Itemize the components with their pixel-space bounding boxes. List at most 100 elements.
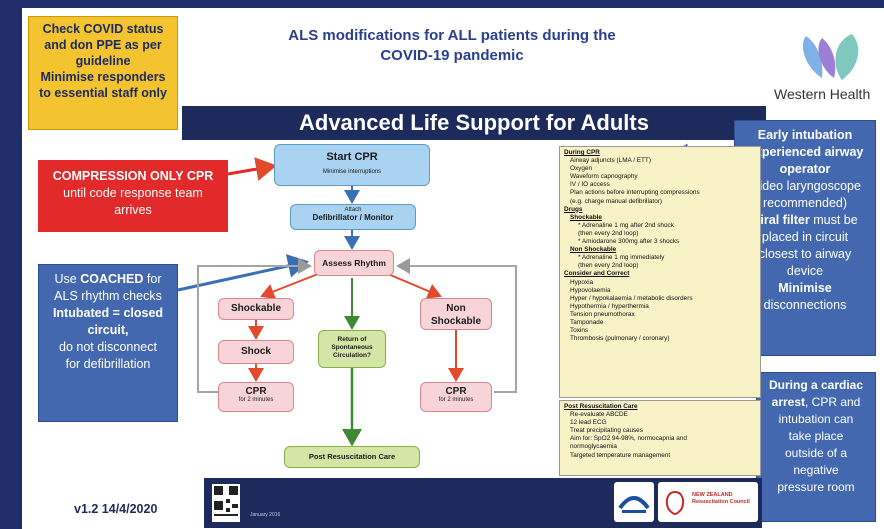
shock-box: Shock: [218, 340, 294, 364]
note-line: Viral filter must be: [741, 212, 869, 229]
text-span: Use: [54, 272, 81, 286]
list-item: Plan actions before interrupting compres…: [570, 189, 700, 197]
note-line: to essential staff only: [39, 86, 167, 100]
attach-label: Defibrillator / Monitor: [312, 213, 394, 222]
note-line: Minimise: [778, 281, 832, 295]
heart-lungs-icon: [665, 490, 685, 516]
cpr-sub: for 2 minutes: [438, 397, 474, 403]
coached-rhythm-note: Use COACHED for ALS rhythm checks Intuba…: [38, 264, 178, 422]
list-item: * Amiodarone 300mg after 3 shocks: [578, 238, 680, 246]
note-line: pressure room: [777, 480, 855, 494]
shockable-label: Shockable: [430, 316, 482, 327]
note-line: Check COVID status: [42, 22, 164, 36]
list-item: Airway adjuncts (LMA / ETT): [570, 157, 651, 165]
list-item: * Adrenaline 1 mg after 2nd shock: [578, 221, 674, 229]
arrest-text: arrest: [771, 395, 805, 409]
title-line-1: ALS modifications for ALL patients durin…: [288, 27, 616, 44]
covid-ppe-note: Check COVID status and don PPE as per gu…: [28, 16, 178, 130]
post-resus-box: Post Resuscitation Care: [284, 446, 420, 468]
note-line: arrives: [114, 203, 152, 217]
note-line: device: [786, 264, 824, 278]
western-health-logo-icon: [802, 34, 859, 80]
nzrc-text: NEW ZEALAND Resuscitation Council: [692, 492, 750, 505]
non-shockable-box: Non Shockable: [420, 298, 492, 330]
start-cpr-box: Start CPR Minimise interruptions: [274, 144, 430, 186]
negative-pressure-note: During a cardiac arrest, CPR and intubat…: [756, 372, 876, 522]
viral-filter-text: Viral filter: [752, 213, 810, 227]
note-line: until code response team: [63, 186, 203, 200]
note-line: closest to airway: [758, 247, 852, 261]
note-line: placed in circuit: [761, 230, 849, 244]
list-item: Treat precipitating causes: [570, 427, 643, 435]
start-cpr-label: Start CPR: [326, 151, 378, 163]
cpr-left-box: CPR for 2 minutes: [218, 382, 294, 412]
attach-defib-box: Attach Defibrillator / Monitor: [290, 204, 416, 230]
list-item: Thrombosis (pulmonary / coronary): [570, 335, 670, 343]
during-cpr-heading: During CPR: [564, 149, 600, 156]
cpr-sub: for 2 minutes: [238, 397, 274, 403]
list-item: Hypovolaemia: [570, 286, 611, 294]
note-line: do not disconnect: [59, 340, 157, 354]
text-span: must be: [809, 213, 858, 227]
version-label: v1.2 14/4/2020: [74, 502, 158, 516]
text-span: for: [143, 272, 162, 286]
note-line: guideline: [75, 54, 131, 68]
note-line: take place: [788, 429, 844, 443]
list-item: Waveform capnography: [570, 173, 638, 181]
list-item: (e.g. charge manual defibrillator): [570, 197, 662, 205]
note-line: recommended): [762, 196, 848, 210]
note-line: circuit,: [87, 323, 129, 337]
list-item: Hypoxia: [570, 278, 594, 286]
list-item: 12 lead ECG: [570, 419, 607, 427]
shockable-heading: Shockable: [570, 213, 602, 221]
note-line: operator: [779, 162, 831, 176]
cpr-label: CPR: [245, 386, 267, 397]
note-line: Use COACHED for: [45, 271, 171, 288]
rosc-line: Return of: [337, 336, 367, 343]
shockable-box: Shockable: [218, 298, 294, 320]
list-item: Hyper / hypokalaemia / metabolic disorde…: [570, 294, 693, 302]
rosc-line: Circulation?: [333, 352, 371, 359]
note-line: disconnections: [763, 298, 847, 312]
rosc-line: Spontaneous: [331, 344, 373, 351]
list-item: Hypothermia / hyperthermia: [570, 302, 649, 310]
band-title: Advanced Life Support for Adults: [182, 106, 766, 140]
cpr-label: CPR: [445, 386, 467, 397]
list-item: * Adrenaline 1 mg immediately: [578, 254, 665, 262]
list-item: Re-evaluate ABCDE: [570, 411, 628, 419]
slide: ALS modifications for ALL patients durin…: [22, 8, 884, 529]
note-line: ALS rhythm checks: [54, 289, 162, 303]
non-shockable-heading: Non Shockable: [570, 246, 617, 254]
note-line: Early intubation: [757, 128, 853, 142]
consider-heading: Consider and Correct: [564, 270, 630, 278]
coached-text: COACHED: [80, 272, 144, 286]
during-cpr-panel: During CPR Airway adjuncts (LMA / ETT) O…: [559, 146, 761, 398]
arc-logo-icon: [614, 482, 654, 522]
qr-code-icon: [212, 484, 240, 522]
compression-heading: COMPRESSION ONLY CPR: [52, 169, 214, 183]
note-line: During a cardiac: [768, 378, 864, 392]
note-line: Minimise responders: [40, 70, 166, 84]
start-cpr-sub: Minimise interruptions: [322, 169, 382, 175]
non-label: Non: [446, 303, 466, 314]
post-care-panel: Post Resuscitation Care Re-evaluate ABCD…: [559, 400, 761, 476]
post-care-heading: Post Resuscitation Care: [564, 403, 638, 410]
text-span: , CPR and: [805, 395, 861, 409]
list-item: IV / IO access: [570, 181, 610, 189]
list-item: Oxygen: [570, 165, 593, 173]
list-item: (then every 2nd loop): [578, 229, 639, 237]
footer-date: January 2016: [250, 512, 281, 518]
note-line: (video laryngoscope: [749, 179, 861, 193]
note-line: intubation can: [778, 412, 854, 426]
nzrc-logo: NEW ZEALAND Resuscitation Council: [658, 482, 758, 522]
list-item: Toxins: [570, 327, 589, 335]
rosc-box: Return of Spontaneous Circulation?: [318, 330, 386, 368]
title-line-2: COVID-19 pandemic: [380, 47, 524, 64]
note-line: arrest, CPR and: [761, 394, 871, 411]
assess-rhythm-box: Assess Rhythm: [314, 250, 394, 276]
cpr-right-box: CPR for 2 minutes: [420, 382, 492, 412]
note-line: and don PPE as per: [44, 38, 162, 52]
drugs-heading: Drugs: [564, 205, 583, 213]
note-line: negative: [793, 463, 839, 477]
note-line: outside of a: [784, 446, 848, 460]
